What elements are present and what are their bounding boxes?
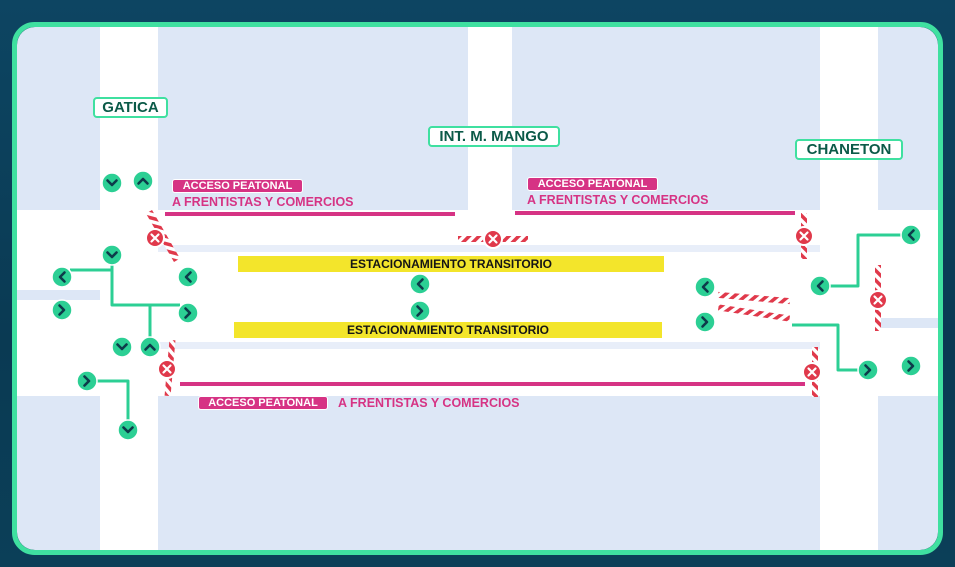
detour-route-line bbox=[829, 233, 902, 288]
avenue-median bbox=[17, 290, 100, 300]
detour-route-line bbox=[96, 379, 130, 421]
avenue-median bbox=[878, 318, 938, 328]
chevron-down-icon bbox=[117, 419, 139, 441]
chevron-right-icon bbox=[857, 359, 879, 381]
road-closed-icon bbox=[868, 290, 888, 310]
chevron-left-icon bbox=[694, 276, 716, 298]
striped-barrier bbox=[717, 291, 791, 305]
pedestrian-access-text: A FRENTISTAS Y COMERCIOS bbox=[172, 195, 354, 209]
chevron-left-icon bbox=[177, 266, 199, 288]
chevron-right-icon bbox=[177, 302, 199, 324]
chevron-right-icon bbox=[900, 355, 922, 377]
temporary-parking-zone: ESTACIONAMIENTO TRANSITORIO bbox=[238, 256, 664, 272]
chevron-down-icon bbox=[101, 244, 123, 266]
pedestrian-access-text: A FRENTISTAS Y COMERCIOS bbox=[527, 193, 709, 207]
chevron-right-icon bbox=[409, 300, 431, 322]
chevron-down-icon bbox=[101, 172, 123, 194]
pedestrian-access-text: A FRENTISTAS Y COMERCIOS bbox=[338, 396, 520, 410]
street-label-gatica: GATICA bbox=[93, 97, 168, 118]
closures-layer bbox=[145, 226, 888, 382]
street-label-mango: INT. M. MANGO bbox=[428, 126, 560, 147]
pedestrian-access-badge: ACCESO PEATONAL bbox=[198, 396, 328, 410]
road-closed-icon bbox=[145, 228, 165, 248]
road-closed-icon bbox=[802, 362, 822, 382]
street-label-chaneton: CHANETON bbox=[795, 139, 903, 160]
detour-route-line bbox=[792, 323, 859, 372]
chevron-left-icon bbox=[51, 266, 73, 288]
road-closed-icon bbox=[794, 226, 814, 246]
chevron-left-icon bbox=[809, 275, 831, 297]
chevron-left-icon bbox=[409, 273, 431, 295]
detour-route-line bbox=[110, 263, 180, 307]
avenue-median bbox=[158, 342, 820, 349]
avenue-median bbox=[158, 245, 820, 252]
detour-routes bbox=[70, 233, 902, 421]
temporary-parking-zone: ESTACIONAMIENTO TRANSITORIO bbox=[234, 322, 662, 338]
chevron-up-icon bbox=[132, 170, 154, 192]
striped-barrier bbox=[717, 304, 791, 322]
road-closed-icon bbox=[157, 359, 177, 379]
arrows-layer bbox=[51, 170, 922, 441]
chevron-up-icon bbox=[139, 336, 161, 358]
pedestrian-access-badge: ACCESO PEATONAL bbox=[172, 179, 303, 193]
chevron-right-icon bbox=[76, 370, 98, 392]
map-frame bbox=[12, 22, 943, 555]
chevron-down-icon bbox=[111, 336, 133, 358]
chevron-right-icon bbox=[694, 311, 716, 333]
road-closed-icon bbox=[483, 229, 503, 249]
chevron-right-icon bbox=[51, 299, 73, 321]
pedestrian-access-badge: ACCESO PEATONAL bbox=[527, 177, 658, 191]
chevron-left-icon bbox=[900, 224, 922, 246]
